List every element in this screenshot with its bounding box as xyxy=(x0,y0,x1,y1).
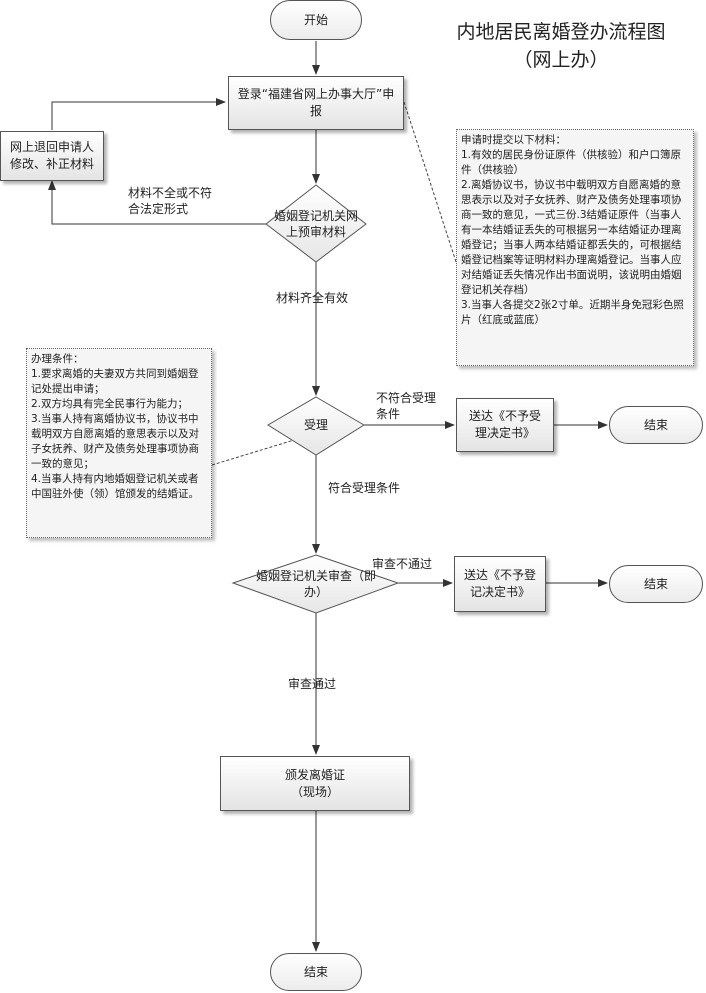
conditions-note-heading: 办理条件： xyxy=(31,353,84,365)
end-reject-accept-terminal: 结束 xyxy=(609,406,703,444)
notice-reject-register-label: 送达《不予登记决定书》 xyxy=(463,568,536,599)
notice-reject-register-step: 送达《不予登记决定书》 xyxy=(454,556,546,612)
diagram-title: 内地居民离婚登办流程图 （网上办） xyxy=(430,18,692,74)
accept-label: 受理 xyxy=(303,418,328,432)
issue-certificate-label: 颁发离婚证（现场） xyxy=(284,767,345,799)
conditions-note-item: 1.要求离婚的夫妻双方共同到婚姻登记处提出申请； xyxy=(31,368,199,395)
issue-certificate-step: 颁发离婚证（现场） xyxy=(220,756,410,811)
edge-label-complete: 材料齐全有效 xyxy=(276,291,349,305)
return-applicant-label: 网上退回申请人修改、补正材料 xyxy=(9,140,94,171)
note-connector-conditions xyxy=(211,439,295,466)
review-decision: 婚姻登记机关审查（即办） xyxy=(248,566,384,602)
conditions-note-item: 4.当事人持有内地婚姻登记机关或者中国驻外使（领）馆颁发的结婚证。 xyxy=(31,473,199,500)
edge-label-review-pass: 审查通过 xyxy=(288,677,337,691)
note-connector-materials xyxy=(403,101,459,269)
end-reject-accept-label: 结束 xyxy=(643,417,668,432)
materials-note-item: 1.有效的居民身份证原件（供核验）和户口簿原件（供核验） xyxy=(461,149,682,176)
notice-reject-accept-label: 送达《不予受理决定书》 xyxy=(468,409,541,440)
diagram-title-line2: （网上办） xyxy=(513,49,609,71)
login-label: 登录“福建省网上办事大厅”申报 xyxy=(237,87,395,118)
diamond-prereview xyxy=(265,184,367,263)
diamond-review xyxy=(231,554,400,614)
return-applicant-step: 网上退回申请人修改、补正材料 xyxy=(0,131,104,181)
materials-note-item: 2.离婚协议书，协议书中载明双方自愿离婚的意思表示以及对子女抚养、财产及债务处理… xyxy=(461,179,682,296)
edge-label-incomplete: 材料不全或不符合法定形式 xyxy=(128,186,213,216)
start-terminal: 开始 xyxy=(270,0,362,40)
login-step: 登录“福建省网上办事大厅”申报 xyxy=(228,76,404,130)
notice-reject-accept-step: 送达《不予受理决定书》 xyxy=(456,398,554,452)
review-label: 婚姻登记机关审查（即办） xyxy=(255,569,376,599)
edge-label-meet: 符合受理条件 xyxy=(328,481,401,495)
end-label: 结束 xyxy=(303,964,328,979)
conditions-note-item: 3.当事人持有离婚协议书，协议书中载明双方自愿离婚的意思表示以及对子女抚养、财产… xyxy=(31,413,199,470)
prereview-label: 婚姻登记机关网上预审材料 xyxy=(273,209,358,239)
edge-return-login xyxy=(51,98,226,130)
materials-note-item: 3.当事人各提交2张2寸单。近期半身免冠彩色照片（红底或蓝底） xyxy=(461,299,684,326)
edge-prereview-return xyxy=(48,180,266,225)
edge-label-review-fail: 审查不通过 xyxy=(372,557,433,571)
prereview-decision: 婚姻登记机关网上预审材料 xyxy=(272,196,360,252)
accept-decision: 受理 xyxy=(280,415,352,435)
diamond-accept xyxy=(267,396,365,456)
end-terminal: 结束 xyxy=(270,953,362,991)
diagram-title-line1: 内地居民离婚登办流程图 xyxy=(456,21,666,43)
conditions-note-item: 2.双方均具有完全民事行为能力； xyxy=(31,398,189,410)
materials-note: 申请时提交以下材料： 1.有效的居民身份证原件（供核验）和户口簿原件（供核验） … xyxy=(456,129,694,366)
end-reject-register-label: 结束 xyxy=(643,576,668,591)
materials-note-heading: 申请时提交以下材料： xyxy=(461,134,566,146)
end-reject-register-terminal: 结束 xyxy=(609,565,703,603)
start-label: 开始 xyxy=(303,12,328,27)
edge-label-not-meet: 不符合受理条件 xyxy=(376,391,437,421)
conditions-note: 办理条件： 1.要求离婚的夫妻双方共同到婚姻登记处提出申请； 2.双方均具有完全… xyxy=(26,348,212,538)
